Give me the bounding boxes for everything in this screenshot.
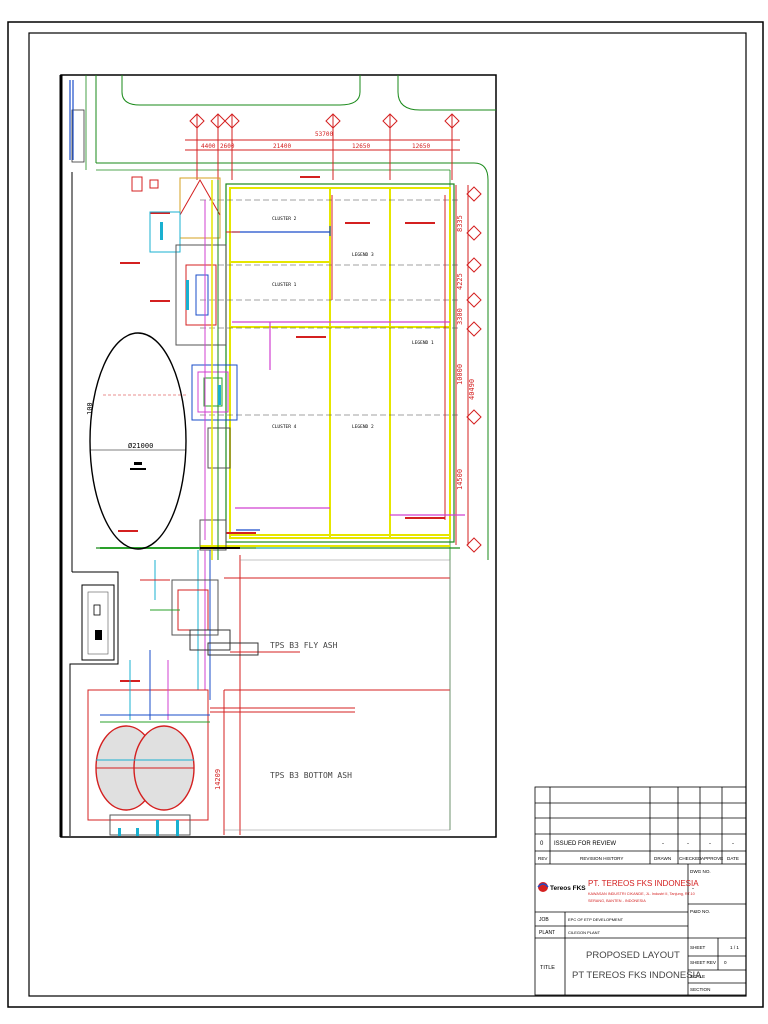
dim-right-5: 40490 (468, 379, 476, 400)
section-label: SECTION (690, 987, 710, 992)
dim-right-6: 14500 (456, 469, 464, 490)
header-date: DATE (727, 856, 739, 861)
dim-top-6: 12650 (412, 143, 430, 150)
drawing-title-line-1: PROPOSED LAYOUT (586, 950, 680, 961)
sheet-rev-value: 0 (724, 960, 727, 965)
sheet-label: SHEET (690, 945, 706, 950)
pid-no-label: P&ID NO. (690, 909, 710, 914)
job-label: JOB (539, 917, 549, 923)
main-tank (89, 332, 187, 550)
job-value: EPC OF ETP DEVELOPMENT (568, 917, 624, 922)
header-approve: APPROVE (701, 856, 723, 861)
logo-text: Tereos FKS (550, 885, 586, 892)
dim-top-1: 4400 (201, 143, 216, 150)
header-drawn: DRAWN (654, 856, 671, 861)
plant-label: PLANT (539, 930, 555, 936)
plant-value: CILEGON PLANT (568, 930, 601, 935)
sheet-value: 1 / 1 (730, 945, 739, 950)
rev-date: - (732, 841, 734, 847)
dim-right-2: 4225 (456, 273, 464, 290)
building-label-1: CLUSTER 2 (272, 216, 297, 222)
outer-frame (7, 21, 764, 1008)
dwg-no-label: DWG NO. (690, 869, 711, 874)
header-rev: REV (538, 856, 548, 861)
rev-description: ISSUED FOR REVIEW (554, 841, 616, 847)
tank-label: 100 (86, 402, 94, 415)
title-label: TITLE (540, 965, 555, 971)
building-label-4: LEGEND 1 (412, 340, 434, 346)
drawing-title-line-2: PT TEREOS FKS INDONESIA (572, 970, 702, 981)
inner-frame (28, 32, 747, 997)
rev-number: 0 (540, 841, 544, 847)
header-revision-history: REVISION HISTORY (580, 856, 623, 861)
dim-top-2: 2600 (220, 143, 235, 150)
company-address-2: SERANG, BANTEN - INDONESIA (588, 899, 646, 903)
rev-drawn: - (662, 841, 664, 847)
dim-right-3: 3300 (456, 308, 464, 325)
dim-top-3: 21400 (273, 143, 291, 150)
building-label-5: CLUSTER 4 (272, 424, 297, 430)
scale-label: SCALE (690, 974, 705, 979)
sheet-rev-label: SHEET REV (690, 960, 717, 965)
building-label-2: CLUSTER 1 (272, 282, 297, 288)
area-label-fly-ash: TPS B3 FLY ASH (270, 641, 338, 650)
plan-view: 4400 2600 21400 53700 12650 12650 8335 4… (59, 74, 497, 838)
title-block (534, 786, 747, 996)
dim-top-5: 12650 (352, 143, 370, 150)
tank-diameter: Ø21000 (128, 442, 153, 450)
rev-checked: - (687, 841, 689, 847)
dim-right-4: 10000 (456, 364, 464, 385)
company-logo: Tereos FKS (537, 882, 586, 892)
building-label-3: LEGEND 3 (352, 252, 374, 258)
dim-top-4: 53700 (315, 131, 333, 138)
rev-approve: - (709, 841, 711, 847)
company-name: PT. TEREOS FKS INDONESIA (588, 879, 699, 888)
header-checked: CHECKED (679, 856, 702, 861)
area-label-bottom-ash: TPS B3 BOTTOM ASH (270, 771, 352, 780)
dim-right-1: 8335 (456, 215, 464, 232)
building-label-6: LEGEND 2 (352, 424, 374, 430)
dwg-no-value: - (692, 886, 694, 892)
company-address-1: KAWASAN INDUSTRI CIKANDE, JL. Industri I… (588, 892, 695, 896)
dim-left-bottom: 14209 (214, 769, 222, 790)
